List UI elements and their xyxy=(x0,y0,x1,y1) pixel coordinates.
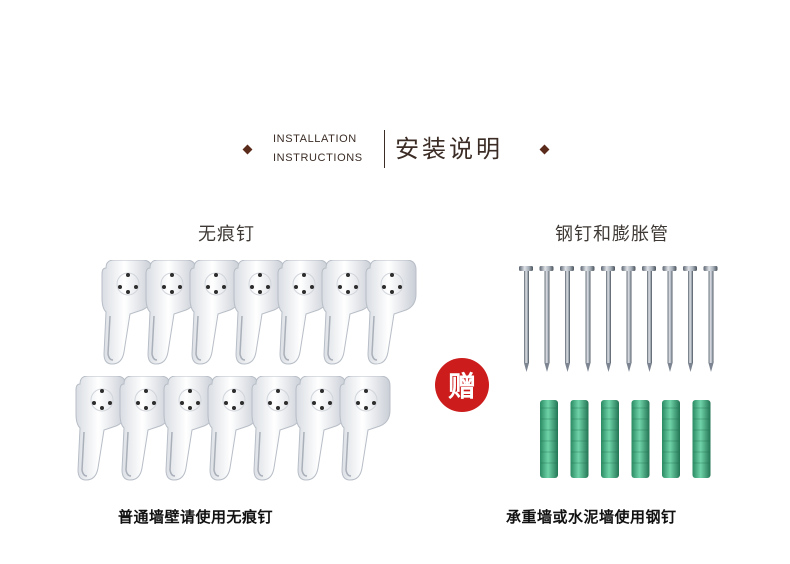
wall-hook-icon xyxy=(339,376,391,481)
right-panel-caption: 承重墙或水泥墙使用钢钉 xyxy=(506,508,677,526)
expansion-anchor-icon xyxy=(662,400,680,478)
left-panel-caption: 普通墙壁请使用无痕钉 xyxy=(118,508,274,526)
expansion-anchors-image xyxy=(536,398,726,482)
steel-nail-icon xyxy=(621,266,636,372)
steel-nail-icon xyxy=(519,266,533,372)
header-english-line2: INSTRUCTIONS xyxy=(273,152,363,164)
diamond-right-icon xyxy=(539,144,550,155)
steel-nail-icon xyxy=(580,266,595,372)
expansion-anchor-icon xyxy=(692,400,711,478)
wall-hook-icon xyxy=(365,260,417,365)
diamond-left-icon xyxy=(242,144,253,155)
steel-nails-image xyxy=(516,262,730,377)
steel-nail-icon xyxy=(642,266,656,372)
steel-nail-icon xyxy=(539,266,554,372)
header-english-line1: INSTALLATION xyxy=(273,133,357,145)
left-panel-title: 无痕钉 xyxy=(198,224,255,245)
steel-nail-icon xyxy=(601,266,615,372)
header-english-title: INSTALLATION INSTRUCTIONS xyxy=(273,130,383,168)
steel-nail-icon xyxy=(703,266,718,372)
header-divider xyxy=(384,130,385,168)
steel-nail-icon xyxy=(560,266,574,372)
header-chinese-title: 安装说明 xyxy=(395,135,503,163)
nails-svg xyxy=(519,266,718,372)
gift-badge: 赠 xyxy=(435,358,489,412)
steel-nail-icon xyxy=(683,266,697,372)
hooks-image xyxy=(70,260,420,481)
expansion-anchor-icon xyxy=(631,400,650,478)
expansion-anchor-icon xyxy=(540,400,558,478)
section-header: INSTALLATION INSTRUCTIONS 安装说明 xyxy=(0,126,790,174)
expansion-anchor-icon xyxy=(570,400,589,478)
steel-nail-icon xyxy=(662,266,677,372)
expansion-anchor-icon xyxy=(601,400,619,478)
right-panel-title: 钢钉和膨胀管 xyxy=(555,224,669,245)
anchors-svg xyxy=(540,400,711,478)
